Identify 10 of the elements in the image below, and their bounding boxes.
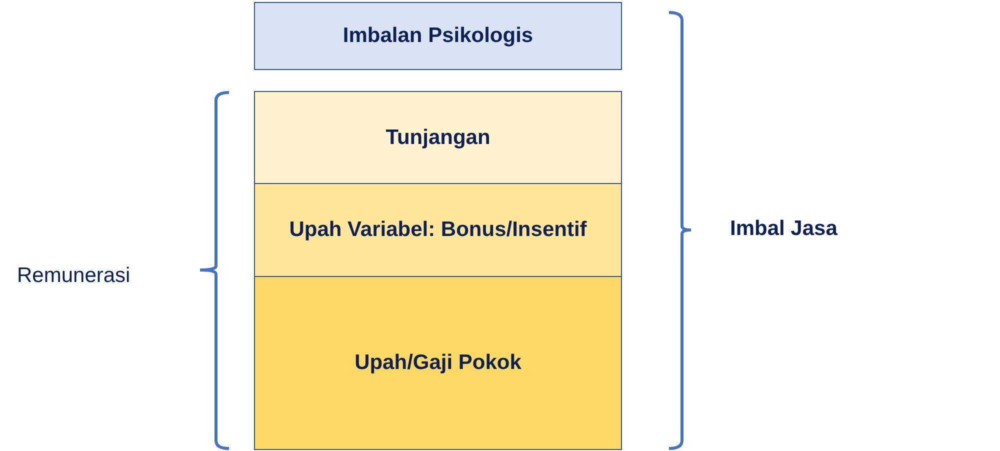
layer-box: [254, 91, 622, 184]
box-label: Upah/Gaji Pokok: [354, 351, 522, 375]
brace-label: Remunerasi: [17, 264, 130, 288]
layer-box: [254, 183, 622, 277]
box-label: Tunjangan: [386, 126, 490, 150]
category-box: [254, 2, 622, 70]
brace-label: Imbal Jasa: [730, 217, 838, 241]
box-label: Upah Variabel: Bonus/Insentif: [289, 218, 587, 242]
layer-box: [254, 276, 622, 450]
box-label: Imbalan Psikologis: [342, 24, 534, 48]
